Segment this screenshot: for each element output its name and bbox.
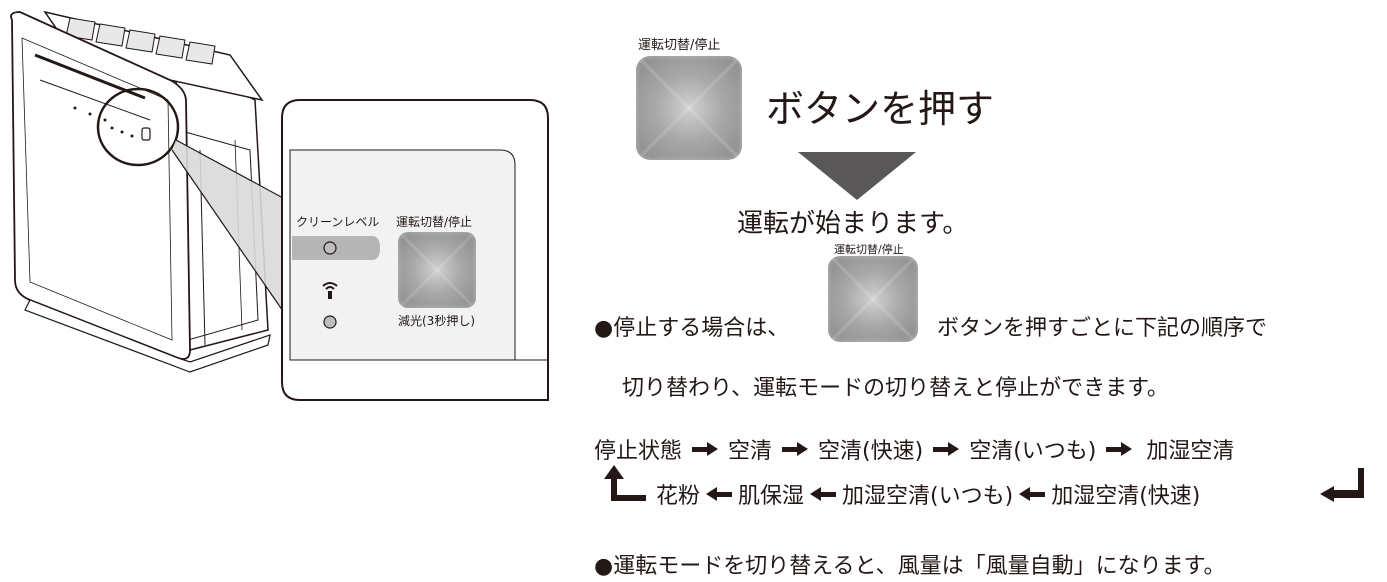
left-arrow-icon xyxy=(810,487,837,501)
right-arrow-icon xyxy=(692,442,719,456)
note1-line2: 切り替わり、運転モードの切り替えと停止ができます。 xyxy=(622,376,1169,401)
right-arrow-icon xyxy=(1106,442,1133,456)
mode-stop-button[interactable] xyxy=(398,232,476,308)
step-mode-button[interactable] xyxy=(636,56,742,160)
clean-level-label: クリーンレベル xyxy=(296,215,380,229)
left-arrow-icon xyxy=(1019,487,1046,501)
note1-mode-button[interactable] xyxy=(828,256,918,342)
dim-label: 減光(3秒押し) xyxy=(398,314,475,328)
mode-skin-moisture: 肌保湿 xyxy=(738,484,805,509)
note1-suffix: ボタンを押すごとに下記の順序で xyxy=(937,316,1268,341)
down-arrow-icon xyxy=(798,152,916,200)
press-button-text: ボタンを押す xyxy=(766,87,995,131)
mode-sequence-row1: 停止状態 空清 空清(快速) 空清(いつも) 加湿空清 xyxy=(594,433,1234,465)
operation-start-text: 運転が始まります。 xyxy=(737,209,969,239)
air-purifier-illustration xyxy=(10,10,549,401)
mode-humidify-clean-always: 加湿空清(いつも) xyxy=(842,484,1014,509)
step-button-caption: 運転切替/停止 xyxy=(638,38,721,53)
note1-prefix: ●停止する場合は、 xyxy=(594,316,790,341)
note2-text: ●運転モードを切り替えると、風量は「風量自動」になります。 xyxy=(594,554,1226,579)
mode-sequence-row2: 花粉 肌保湿 加湿空清(いつも) 加湿空清(快速) xyxy=(656,478,1200,510)
left-arrow-icon xyxy=(706,487,733,501)
return-up-arrow-icon xyxy=(604,465,646,501)
wireless-icon xyxy=(322,282,338,299)
mode-humidify-clean-fast: 加湿空清(快速) xyxy=(1051,484,1201,509)
mode-air-clean-always: 空清(いつも) xyxy=(969,439,1097,464)
right-arrow-icon xyxy=(782,442,809,456)
return-down-arrow-icon xyxy=(1320,468,1364,502)
right-arrow-icon xyxy=(933,442,960,456)
mode-humidify-clean: 加湿空清 xyxy=(1146,439,1235,464)
mode-air-clean-fast: 空清(快速) xyxy=(818,439,924,464)
mode-button-label: 運転切替/停止 xyxy=(396,215,473,229)
mode-stop: 停止状態 xyxy=(594,439,683,464)
note1-button-caption: 運転切替/停止 xyxy=(834,243,904,256)
mode-air-clean: 空清 xyxy=(728,439,773,464)
mode-pollen: 花粉 xyxy=(656,484,701,509)
